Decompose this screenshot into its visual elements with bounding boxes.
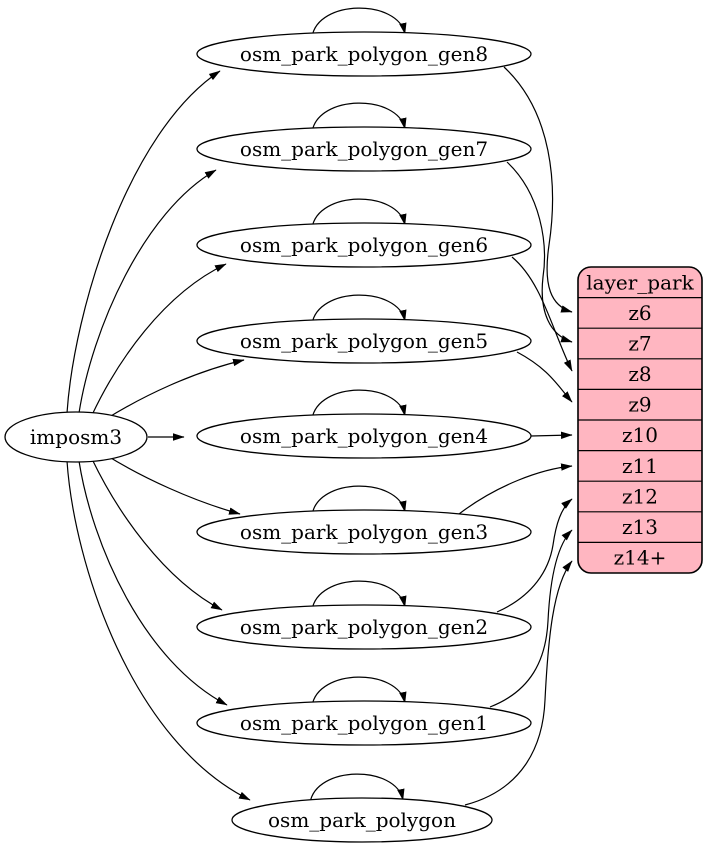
- table-row-z7: z7: [628, 332, 651, 356]
- gen5-ellipse: [196, 318, 532, 364]
- gen7-label: osm_park_polygon_gen7: [240, 137, 488, 161]
- self-loop-gen2: [311, 580, 407, 611]
- self-loop-polygon: [309, 773, 405, 804]
- edge-imposm3-to-gen8: [66, 70, 221, 414]
- table-row-z13: z13: [622, 515, 658, 539]
- gen8-ellipse: [196, 31, 532, 77]
- self-loop-gen5: [311, 294, 407, 325]
- self-loop-gen3: [311, 485, 407, 516]
- gen4-label: osm_park_polygon_gen4: [240, 424, 488, 448]
- node-osm-park-polygon-gen5: osm_park_polygon_gen5: [196, 318, 532, 364]
- edge-imposm3-to-gen5: [105, 358, 245, 420]
- edge-gen4-to-z10: [530, 431, 573, 439]
- table-layer-park: layer_park z6 z7 z8 z9 z10 z11 z12 z13 z…: [577, 266, 703, 574]
- gen2-ellipse: [196, 604, 532, 650]
- edge-imposm3-to-gen1: [78, 460, 228, 706]
- self-loop-gen1: [311, 676, 407, 707]
- node-osm-park-polygon-gen2: osm_park_polygon_gen2: [196, 604, 532, 650]
- node-osm-park-polygon-gen8: osm_park_polygon_gen8: [196, 31, 532, 77]
- edge-gen1-to-z13: [489, 529, 573, 708]
- gen4-ellipse: [196, 413, 532, 459]
- edge-gen7-to-z7: [506, 161, 573, 343]
- node-imposm3: imposm3: [4, 411, 148, 463]
- self-loop-gen4: [311, 389, 407, 420]
- gen8-label: osm_park_polygon_gen8: [240, 42, 488, 66]
- gen3-ellipse: [196, 509, 532, 555]
- gen1-label: osm_park_polygon_gen1: [240, 711, 488, 735]
- edge-polygon-to-z14: [464, 560, 573, 806]
- self-loop-gen6: [311, 198, 407, 229]
- imposm3-ellipse: [4, 411, 148, 463]
- table-row-z10: z10: [622, 423, 658, 447]
- edge-gen3-to-z11: [458, 463, 573, 515]
- edge-gen8-to-z6: [503, 66, 573, 313]
- gen6-label: osm_park_polygon_gen6: [240, 233, 488, 257]
- edge-gen5-to-z9: [516, 351, 573, 403]
- self-loop-gen8: [311, 7, 407, 38]
- table-row-z12: z12: [622, 485, 658, 509]
- gen3-label: osm_park_polygon_gen3: [240, 520, 488, 544]
- node-osm-park-polygon-gen3: osm_park_polygon_gen3: [196, 509, 532, 555]
- self-loops: [309, 7, 407, 804]
- edge-imposm3-to-gen2: [91, 458, 223, 611]
- gen5-label: osm_park_polygon_gen5: [240, 329, 488, 353]
- node-osm-park-polygon-gen4: osm_park_polygon_gen4: [196, 413, 532, 459]
- edges-tables-to-layer: [458, 66, 573, 806]
- polygon-label: osm_park_polygon: [268, 808, 456, 832]
- edge-imposm3-to-polygon: [66, 460, 251, 801]
- edge-imposm3-to-gen3: [105, 454, 241, 515]
- self-loop-gen7: [311, 102, 407, 133]
- layer-park-title: layer_park: [586, 271, 694, 295]
- imposm3-label: imposm3: [30, 425, 122, 449]
- polygon-ellipse: [231, 797, 493, 843]
- table-row-z6: z6: [628, 301, 651, 325]
- gen2-label: osm_park_polygon_gen2: [240, 615, 488, 639]
- edge-gen2-to-z12: [496, 498, 573, 613]
- node-osm-park-polygon-gen1: osm_park_polygon_gen1: [196, 700, 532, 746]
- gen6-ellipse: [196, 222, 532, 268]
- node-osm-park-polygon: osm_park_polygon: [231, 797, 493, 843]
- edge-imposm3-to-gen6: [91, 263, 227, 416]
- edge-gen6-to-z8: [511, 256, 573, 372]
- table-row-z11: z11: [622, 454, 658, 478]
- edges-imposm3-to-tables: [66, 70, 251, 801]
- gen7-ellipse: [196, 126, 532, 172]
- table-row-z9: z9: [628, 393, 651, 417]
- node-osm-park-polygon-gen6: osm_park_polygon_gen6: [196, 222, 532, 268]
- table-row-z8: z8: [628, 362, 651, 386]
- node-osm-park-polygon-gen7: osm_park_polygon_gen7: [196, 126, 532, 172]
- edge-imposm3-to-gen7: [78, 169, 217, 414]
- table-row-z14plus: z14+: [614, 546, 667, 570]
- gen1-ellipse: [196, 700, 532, 746]
